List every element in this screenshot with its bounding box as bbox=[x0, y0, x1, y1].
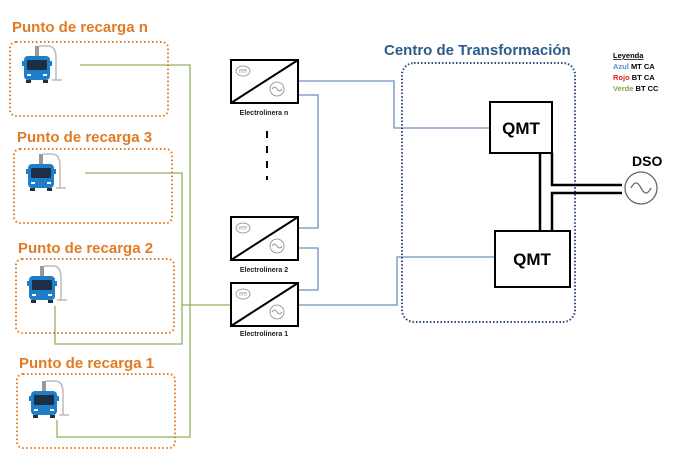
charger-1: Electrolinera 1 bbox=[230, 282, 299, 338]
legend-item-blue: Azul MT CA bbox=[613, 62, 655, 71]
charging-point-title: Punto de recarga 1 bbox=[19, 355, 154, 372]
bus-icon bbox=[26, 265, 68, 304]
charger-n: Electrolinera n bbox=[230, 59, 299, 117]
charging-point-title: Punto de recarga 3 bbox=[17, 129, 152, 146]
ac-dc-converter-icon bbox=[230, 59, 299, 104]
dso-label: DSO bbox=[632, 153, 662, 169]
charger-label: Electrolinera n bbox=[240, 110, 289, 117]
charging-point-2: Punto de recarga 2 bbox=[15, 240, 175, 334]
bus-icon bbox=[28, 380, 70, 419]
charging-point-3: Punto de recarga 3 bbox=[13, 129, 173, 224]
legend-title: Leyenda bbox=[613, 51, 644, 60]
qmt-top-label: QMT bbox=[502, 119, 540, 138]
mt-lines bbox=[298, 80, 495, 306]
legend-item-green: Verde BT CC bbox=[613, 84, 659, 93]
charging-point-title: Punto de recarga n bbox=[12, 19, 148, 36]
qmt-top-box bbox=[489, 101, 553, 154]
qmt-bottom-box bbox=[494, 230, 571, 288]
bus-icon bbox=[25, 153, 67, 192]
qmt-bottom-label: QMT bbox=[513, 250, 551, 269]
charging-point-n: Punto de recarga n bbox=[9, 19, 169, 117]
legend: Leyenda Azul MT CA Rojo BT CA Verde BT C… bbox=[613, 51, 659, 93]
legend-item-red: Rojo BT CA bbox=[613, 73, 655, 82]
ac-dc-converter-icon bbox=[230, 216, 299, 261]
dso-grid: DSO bbox=[624, 153, 662, 205]
ac-dc-converter-icon bbox=[230, 282, 299, 327]
charging-point-title: Punto de recarga 2 bbox=[18, 240, 153, 257]
charger-label: Electrolinera 1 bbox=[240, 331, 288, 338]
transformation-center-title: Centro de Transformación bbox=[384, 42, 571, 59]
bus-icon bbox=[21, 45, 63, 84]
charger-label: Electrolinera 2 bbox=[240, 267, 288, 274]
charging-point-1: Punto de recarga 1 bbox=[16, 355, 176, 449]
dc-lines bbox=[54, 64, 232, 438]
charger-2: Electrolinera 2 bbox=[230, 216, 299, 274]
transformation-center: Centro de Transformación QMT QMT bbox=[384, 42, 622, 323]
